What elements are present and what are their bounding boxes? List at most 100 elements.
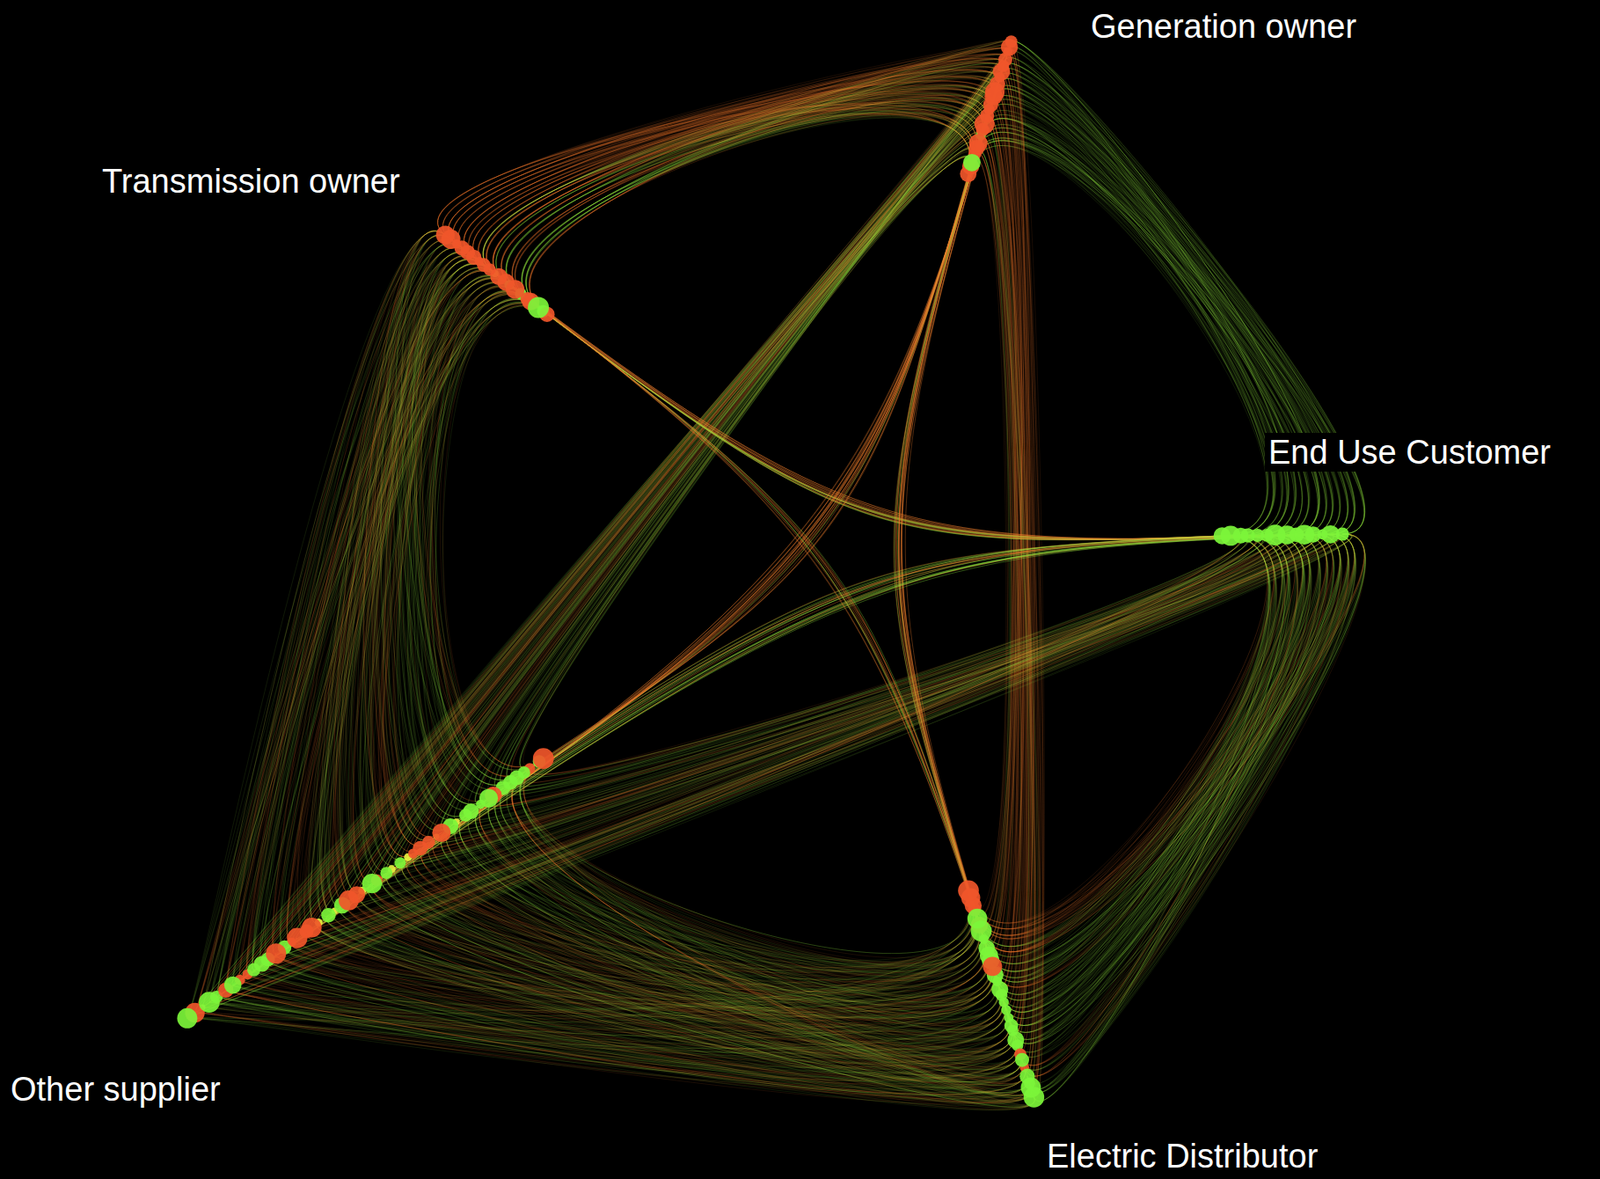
network-link: [521, 97, 985, 307]
network-link: [296, 534, 1316, 940]
network-link: [474, 256, 1028, 1076]
network-link: [420, 147, 974, 846]
network-link: [296, 103, 992, 939]
network-link: [505, 534, 1274, 791]
network-link: [328, 147, 977, 915]
network-link: [342, 533, 1323, 905]
network-link: [524, 535, 1249, 773]
network-link: [290, 942, 1028, 1096]
network-link: [423, 534, 1264, 848]
network-link: [1009, 46, 1297, 536]
network-link: [515, 289, 1298, 540]
network-link: [291, 534, 1273, 943]
network-link: [519, 761, 978, 966]
network-link: [372, 174, 969, 885]
network-link: [253, 533, 1340, 970]
network-link: [195, 535, 1257, 1013]
network-link: [362, 535, 1222, 891]
network-link: [187, 533, 1340, 1018]
network-link: [479, 261, 974, 906]
network-link: [216, 64, 1005, 997]
network-link: [284, 534, 1313, 948]
network-link: [376, 41, 1012, 880]
network-link: [216, 80, 999, 997]
network-link: [897, 134, 991, 960]
network-link: [444, 534, 1265, 834]
network-link: [509, 284, 969, 891]
network-link: [369, 534, 1290, 887]
network-link: [898, 51, 1009, 909]
network-link: [538, 307, 1222, 541]
network-link: [408, 535, 1223, 857]
network-link: [396, 533, 1342, 868]
network-link: [448, 80, 993, 244]
network-link: [463, 535, 1243, 821]
network-link: [420, 64, 1005, 845]
network-link: [247, 534, 1316, 975]
network-link: [974, 142, 1012, 946]
network-link: [898, 104, 991, 961]
network-link: [538, 307, 1323, 540]
network-link: [187, 83, 998, 1018]
network-link: [461, 248, 998, 982]
network-link: [1020, 533, 1350, 1066]
network-link: [296, 103, 992, 939]
network-link: [187, 534, 1316, 1019]
network-link: [472, 535, 1250, 815]
network-link: [195, 1012, 1019, 1084]
network-link: [275, 953, 1032, 1104]
network-link: [494, 58, 1007, 788]
network-link: [483, 264, 1276, 540]
network-link: [318, 124, 985, 923]
network-link: [284, 534, 1257, 947]
network-link: [276, 77, 1001, 954]
network-link: [367, 69, 1003, 885]
network-link: [898, 104, 992, 956]
network-link: [520, 293, 1021, 1054]
network-link: [246, 239, 457, 974]
network-link: [1005, 57, 1289, 535]
network-link: [383, 534, 1317, 877]
network-link: [358, 58, 1007, 892]
network-link: [467, 252, 1276, 540]
network-link: [195, 88, 997, 1013]
network-link: [202, 65, 1004, 1008]
network-link: [409, 533, 1352, 859]
network-link: [423, 534, 1273, 848]
network-link: [423, 534, 1282, 848]
network-link: [226, 125, 983, 990]
network-link: [386, 869, 1032, 1100]
network-link: [512, 534, 1266, 787]
network-link: [226, 121, 985, 990]
network-link: [247, 534, 1281, 974]
network-link: [209, 141, 977, 1002]
network-link: [901, 109, 1012, 1025]
network-link: [509, 284, 1013, 1031]
network-link: [346, 534, 1289, 903]
network-link: [531, 533, 1353, 775]
network-link: [452, 102, 977, 249]
network-link: [463, 534, 1291, 821]
network-link: [526, 44, 1010, 312]
network-link: [895, 153, 982, 931]
network-link: [413, 162, 972, 854]
network-link: [901, 47, 1010, 956]
network-link: [187, 534, 1264, 1018]
network-link: [284, 534, 1282, 948]
network-link: [202, 124, 985, 1008]
network-link: [310, 533, 1352, 929]
network-link: [449, 534, 1301, 831]
network-link: [332, 535, 1248, 914]
network-link: [296, 937, 1032, 1103]
network-link: [376, 71, 1001, 880]
network-link: [253, 969, 1035, 1110]
network-link: [209, 115, 987, 1002]
network-link: [984, 116, 1035, 1066]
network-link: [529, 535, 1241, 769]
network-link: [505, 535, 1243, 791]
network-link: [981, 92, 1019, 946]
network-link: [526, 100, 983, 311]
network-link: [345, 41, 1013, 902]
network-link: [367, 109, 989, 885]
network-link: [519, 69, 1003, 768]
